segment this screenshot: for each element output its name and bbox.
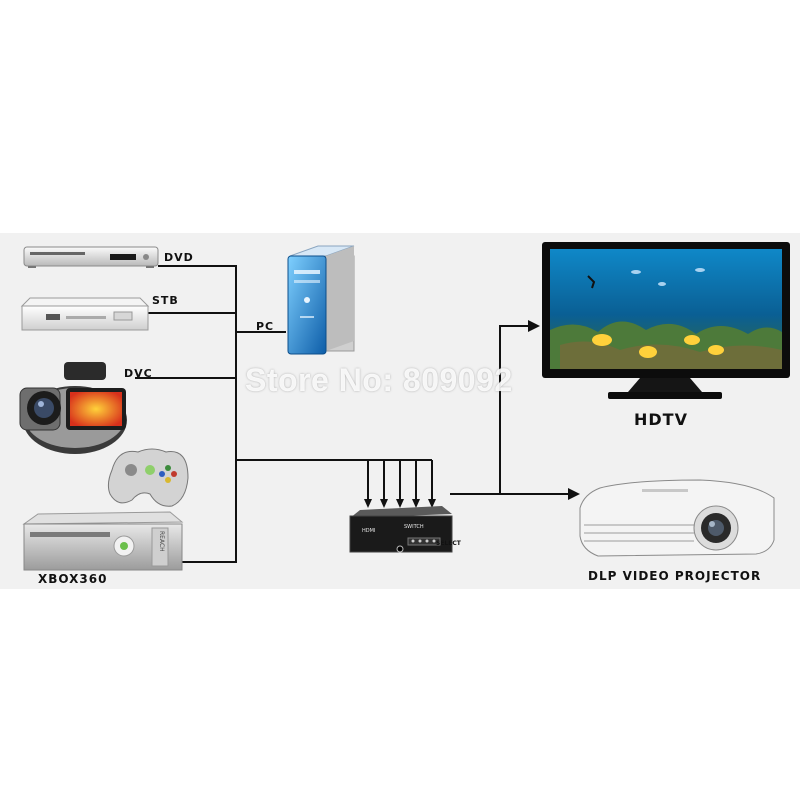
- stb-label: STB: [152, 294, 179, 307]
- xbox-badge: REACH: [158, 531, 165, 552]
- projector-icon: [579, 479, 775, 557]
- store-watermark: Store No: 809092: [245, 362, 513, 398]
- dvd-label: DVD: [164, 251, 194, 264]
- projector-label: DLP VIDEO PROJECTOR: [588, 569, 761, 583]
- dvd-player-icon: [23, 246, 159, 268]
- game-controller-icon: [107, 448, 189, 507]
- xbox-label: XBOX360: [38, 572, 107, 586]
- stb-icon: [20, 297, 150, 331]
- switch-hdmi-label: HDMI: [362, 528, 375, 534]
- dvc-label: DVC: [124, 367, 153, 380]
- arrow-heads: [364, 320, 580, 508]
- camcorder-icon: [19, 362, 127, 454]
- xbox-console-icon: [22, 511, 184, 571]
- pc-tower-icon: [287, 245, 355, 355]
- hdtv-icon: [542, 242, 790, 399]
- pc-label: PC: [256, 320, 274, 333]
- hdmi-switch-icon: [349, 506, 453, 553]
- switch-switch-label: SWITCH: [404, 524, 424, 530]
- connection-lines: [135, 265, 570, 563]
- hdtv-label: HDTV: [634, 410, 688, 429]
- switch-select-label: SELECT: [436, 540, 462, 547]
